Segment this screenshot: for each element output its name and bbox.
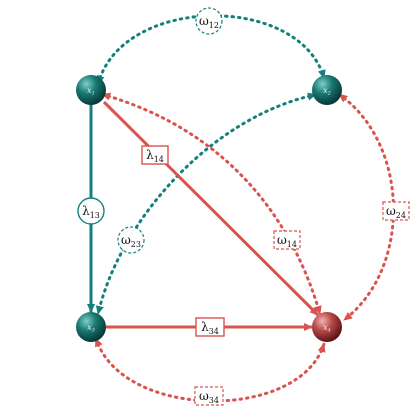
omega14-label: ω14 xyxy=(273,230,301,250)
svg-text:ω12: ω12 xyxy=(199,14,219,30)
omega12-label: ω12 xyxy=(195,7,223,35)
lambda14-label: λ14 xyxy=(141,145,169,165)
node-x2: x2 xyxy=(312,75,342,105)
svg-text:x1: x1 xyxy=(87,86,95,97)
omega23-label: ω23 xyxy=(117,226,145,254)
omega34-label: ω34 xyxy=(194,386,224,406)
svg-text:ω34: ω34 xyxy=(199,389,219,405)
svg-text:x3: x3 xyxy=(87,323,95,334)
lambda13-label: λ13 xyxy=(77,197,105,225)
omega14-edge xyxy=(101,92,322,316)
svg-text:λ14: λ14 xyxy=(146,148,164,164)
node-x3: x3 xyxy=(76,312,106,342)
svg-text:λ34: λ34 xyxy=(201,320,219,336)
svg-text:ω14: ω14 xyxy=(277,233,297,249)
node-x1: x1 xyxy=(76,75,106,105)
svg-text:ω24: ω24 xyxy=(386,204,406,220)
svg-text:λ13: λ13 xyxy=(82,204,100,220)
omega24-label: ω24 xyxy=(382,201,410,221)
svg-text:x2: x2 xyxy=(323,86,331,97)
lambda14-edge xyxy=(102,100,320,317)
lambda34-label: λ34 xyxy=(195,317,225,337)
node-x4: x4 xyxy=(312,312,342,342)
svg-text:ω23: ω23 xyxy=(121,233,141,249)
svg-text:x4: x4 xyxy=(323,323,331,334)
